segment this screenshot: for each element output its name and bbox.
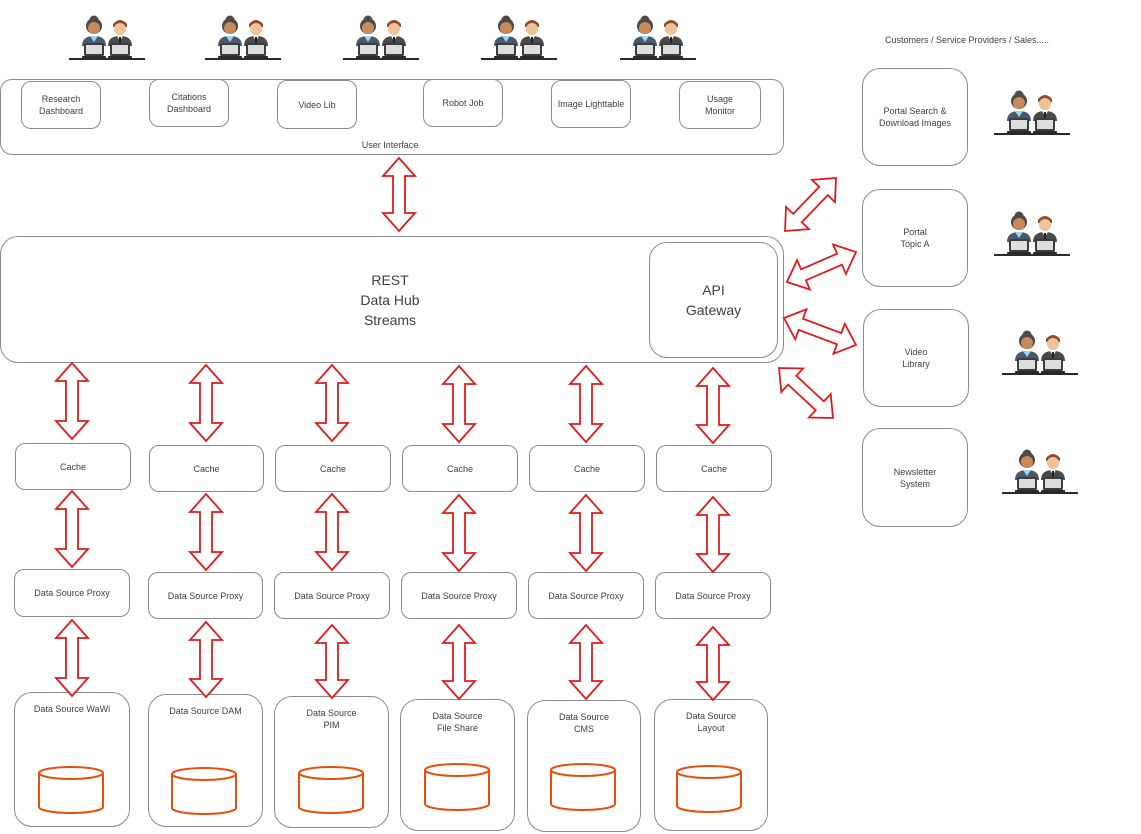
database-icon — [38, 766, 104, 814]
user-interface-container — [0, 79, 784, 155]
double-arrow — [187, 492, 225, 572]
user-interface-label: User Interface — [361, 140, 419, 150]
data-hub-label: REST Data Hub Streams — [360, 272, 420, 328]
double-arrow — [440, 493, 478, 573]
users-icon — [481, 16, 557, 60]
data-source-proxy-box[interactable]: Data Source Proxy — [14, 569, 130, 617]
portal-topic-a[interactable]: Portal Topic A — [862, 189, 968, 287]
double-arrow — [313, 623, 351, 700]
double-arrow — [53, 618, 91, 698]
users-icon — [343, 16, 419, 60]
app-video-lib[interactable]: Video Lib — [277, 80, 357, 129]
app-citations-dashboard[interactable]: Citations Dashboard — [149, 79, 229, 127]
double-arrow — [53, 361, 91, 441]
users-icon — [1002, 331, 1078, 375]
double-arrow — [567, 623, 605, 701]
double-arrow — [784, 177, 837, 232]
portal-video-library[interactable]: Video Library — [863, 309, 969, 407]
data-source-proxy-box[interactable]: Data Source Proxy — [401, 572, 517, 619]
double-arrow — [785, 243, 858, 291]
users-icon — [994, 91, 1070, 135]
double-arrow — [567, 364, 605, 444]
double-arrow — [567, 493, 605, 573]
app-usage-monitor[interactable]: Usage Monitor — [679, 81, 761, 129]
database-icon — [171, 767, 237, 815]
cache-box[interactable]: Cache — [402, 445, 518, 492]
app-image-lighttable[interactable]: Image Lighttable — [551, 80, 631, 128]
app-robot-job[interactable]: Robot Job — [423, 79, 503, 127]
cache-box[interactable]: Cache — [656, 445, 772, 492]
double-arrow — [187, 363, 225, 443]
portal-newsletter-system[interactable]: Newsletter System — [862, 428, 968, 527]
users-icon — [205, 16, 281, 60]
cache-box[interactable]: Cache — [529, 445, 645, 492]
cache-box[interactable]: Cache — [15, 443, 131, 490]
data-source-proxy-box[interactable]: Data Source Proxy — [528, 572, 644, 619]
users-icon — [994, 212, 1070, 256]
double-arrow — [694, 625, 732, 702]
user-icons — [69, 16, 1078, 494]
data-source-proxy-box[interactable]: Data Source Proxy — [655, 572, 771, 619]
app-research-dashboard[interactable]: Research Dashboard — [21, 81, 101, 129]
double-arrow — [313, 492, 351, 572]
users-icon — [69, 16, 145, 60]
double-arrow — [313, 363, 351, 443]
double-arrow — [694, 366, 732, 445]
cache-box[interactable]: Cache — [149, 445, 264, 492]
connector-arrows — [53, 156, 858, 702]
double-arrow — [778, 367, 834, 419]
data-source-proxy-box[interactable]: Data Source Proxy — [274, 572, 390, 619]
customers-heading: Customers / Service Providers / Sales...… — [884, 35, 1050, 45]
cache-box[interactable]: Cache — [275, 445, 391, 492]
users-icon — [1002, 450, 1078, 494]
database-icon — [550, 763, 616, 811]
double-arrow — [380, 156, 418, 233]
double-arrow — [53, 489, 91, 569]
portal-search-download[interactable]: Portal Search & Download Images — [862, 68, 968, 166]
api-gateway-box[interactable]: API Gateway — [649, 242, 778, 358]
database-icons — [38, 763, 742, 815]
double-arrow — [187, 620, 225, 699]
data-source-proxy-box[interactable]: Data Source Proxy — [148, 572, 263, 619]
double-arrow — [694, 495, 732, 574]
users-icon — [620, 16, 696, 60]
api-gateway-label: API Gateway — [685, 282, 742, 318]
database-icon — [298, 766, 364, 814]
database-icon — [676, 765, 742, 813]
double-arrow — [782, 307, 858, 356]
database-icon — [424, 763, 490, 811]
double-arrow — [440, 623, 478, 701]
double-arrow — [440, 364, 478, 444]
